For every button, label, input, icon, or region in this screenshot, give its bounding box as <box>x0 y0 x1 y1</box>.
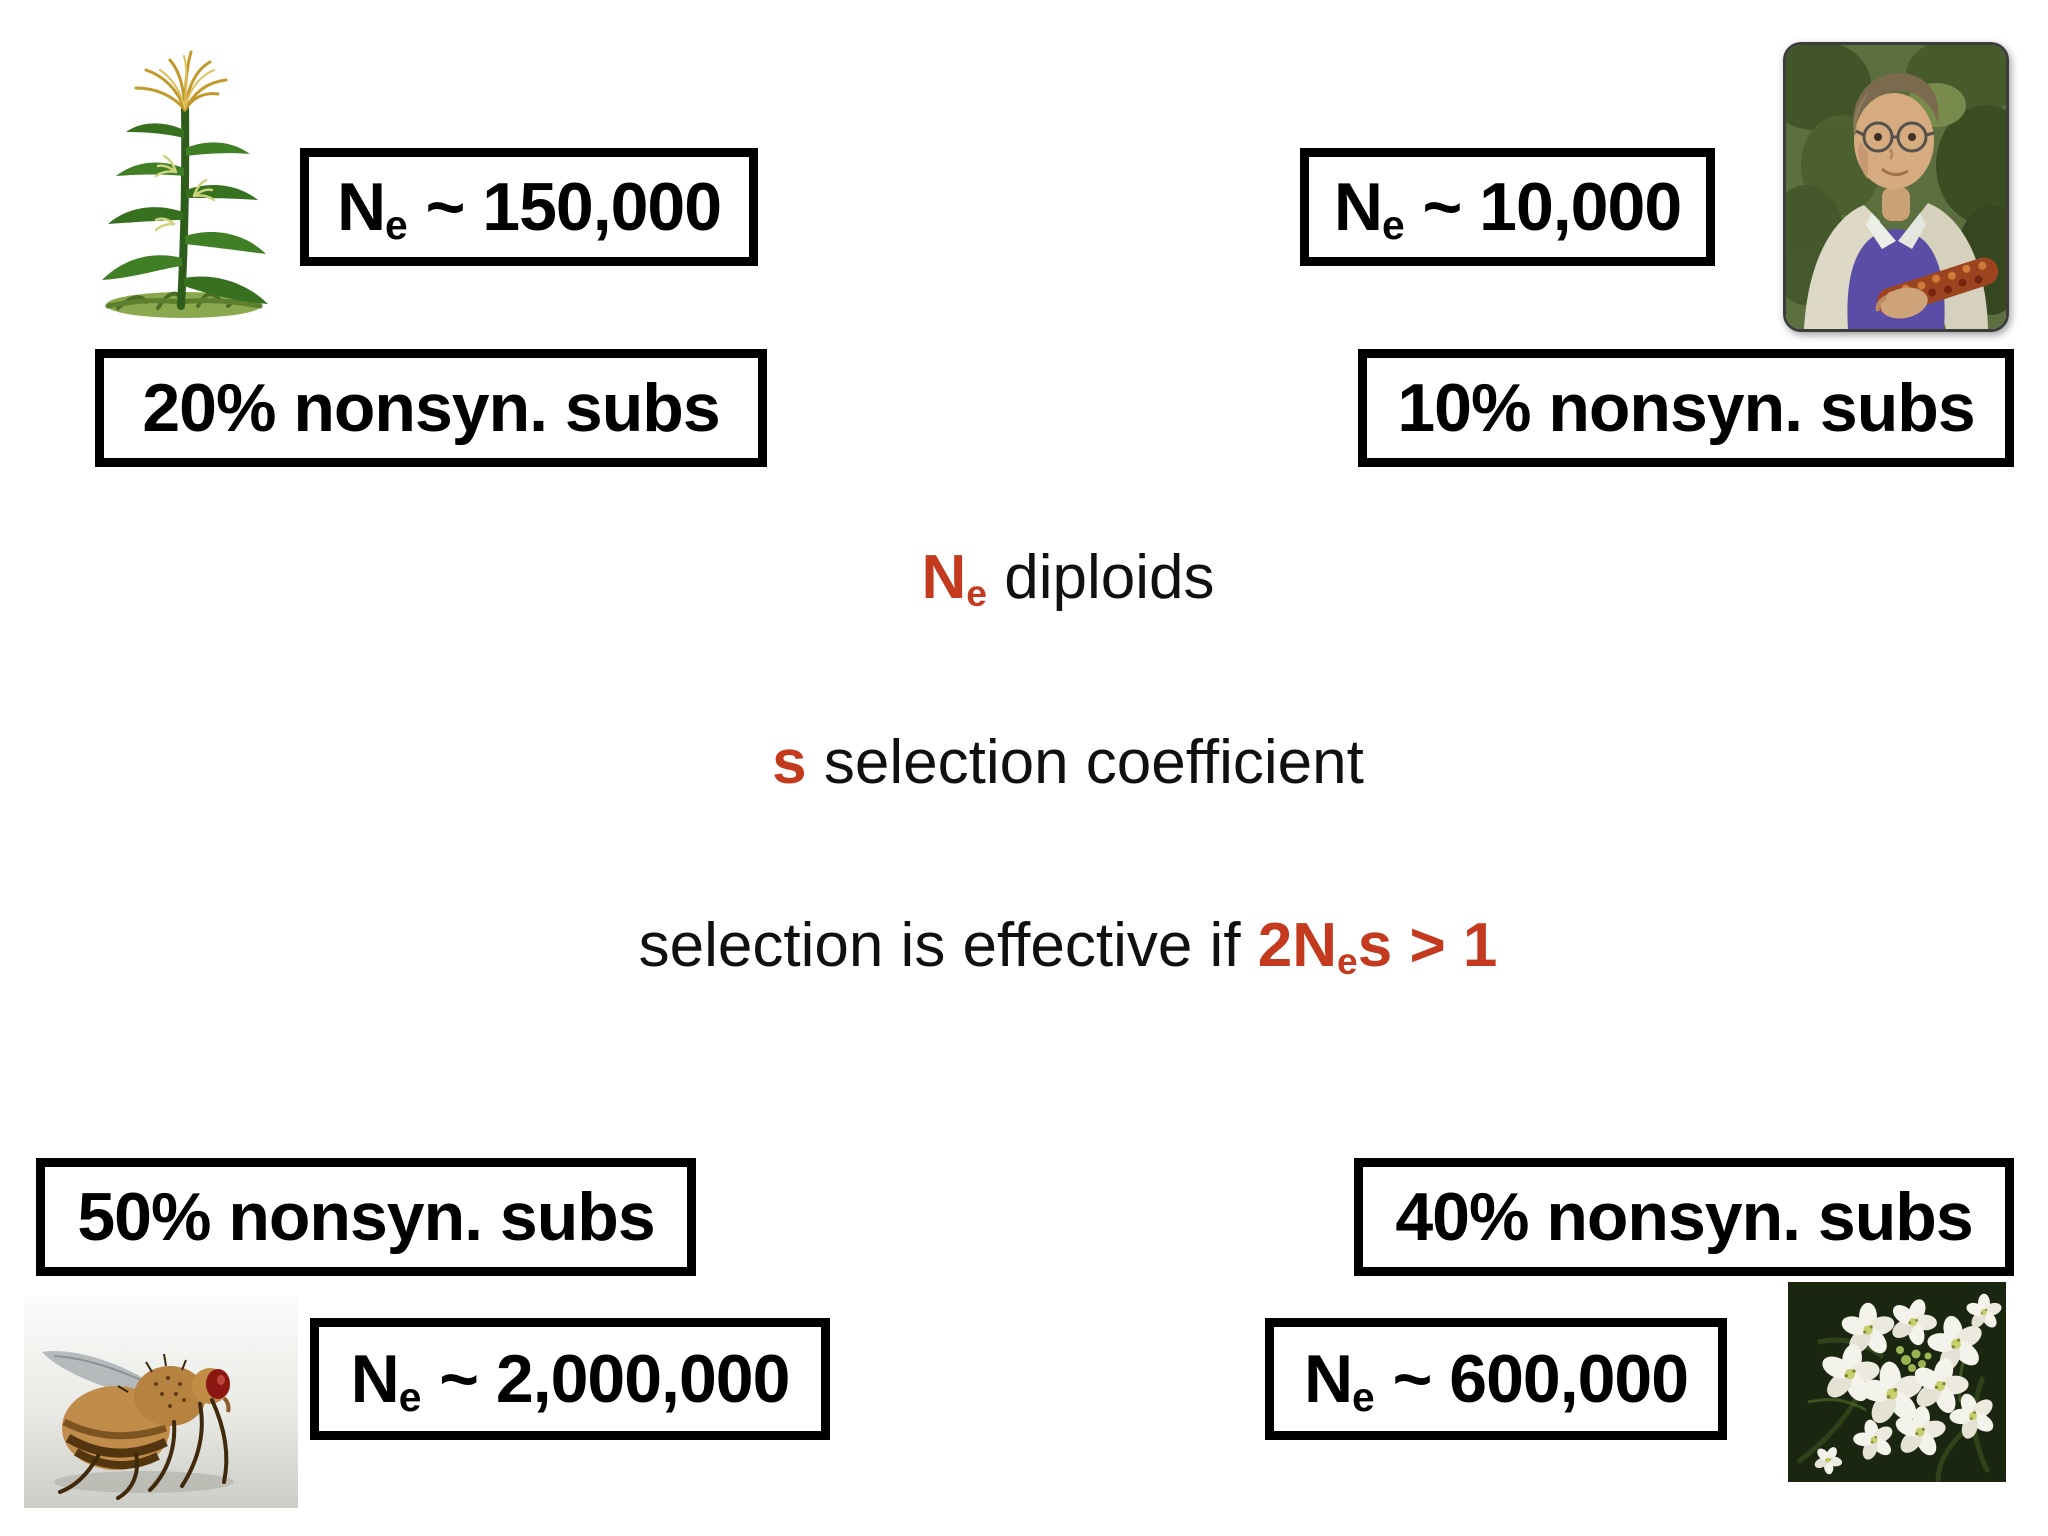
ne-label-maize: Ne ~ 150,000 <box>336 168 722 248</box>
selection-coefficient-line: s selection coefficient <box>0 727 2048 798</box>
ne-box-drosophila: Ne ~ 2,000,000 <box>310 1318 830 1440</box>
nonsyn-box-drosophila: 50% nonsyn. subs <box>36 1158 696 1276</box>
ne-value: ~ 600,000 <box>1374 1341 1689 1417</box>
ne-label-arabidopsis: Ne ~ 600,000 <box>1303 1340 1689 1420</box>
nonsyn-label: 10% nonsyn. subs <box>1397 370 1975 446</box>
ne-symbol: N <box>921 543 967 612</box>
nonsyn-box-maize: 20% nonsyn. subs <box>95 349 767 467</box>
nonsyn-box-human: 10% nonsyn. subs <box>1358 349 2014 467</box>
ne-diploids-line: Ne diploids <box>0 542 2048 613</box>
selection-coefficient-text: selection coefficient <box>806 728 1364 797</box>
diploids-text: diploids <box>986 543 1215 612</box>
ne-symbol: N <box>350 1341 400 1417</box>
formula-2nes: 2Nes > 1 <box>1258 911 1498 980</box>
selection-effective-text: selection is effective if <box>638 911 1258 980</box>
ne-symbol: N <box>1333 169 1383 245</box>
woman-holding-corn-photo <box>1783 42 2009 332</box>
nonsyn-label: 40% nonsyn. subs <box>1395 1179 1973 1255</box>
ne-subscript: e <box>966 572 987 615</box>
nonsyn-label: 20% nonsyn. subs <box>142 370 720 446</box>
s-term: s <box>772 728 807 797</box>
selection-effective-line: selection is effective if 2Nes > 1 <box>0 910 2048 981</box>
ne-label-human: Ne ~ 10,000 <box>1333 168 1683 248</box>
formula-main: 2N <box>1257 911 1338 980</box>
ne-subscript: e <box>385 201 408 248</box>
nonsyn-box-arabidopsis: 40% nonsyn. subs <box>1354 1158 2014 1276</box>
ne-value: ~ 2,000,000 <box>421 1341 790 1417</box>
formula-tail: s > 1 <box>1357 911 1498 980</box>
ne-term: Ne <box>922 543 987 612</box>
fruit-fly-photo <box>24 1296 298 1508</box>
ne-subscript: e <box>1352 1373 1375 1420</box>
nonsyn-label: 50% nonsyn. subs <box>77 1179 655 1255</box>
ne-symbol: N <box>336 169 386 245</box>
ne-box-human: Ne ~ 10,000 <box>1300 148 1715 266</box>
formula-subscript: e <box>1337 940 1358 983</box>
ne-subscript: e <box>398 1373 422 1420</box>
ne-value: ~ 150,000 <box>407 169 722 245</box>
ne-subscript: e <box>1381 201 1405 248</box>
ne-box-maize: Ne ~ 150,000 <box>300 148 758 266</box>
white-flowers-photo <box>1788 1282 2006 1482</box>
ne-value: ~ 10,000 <box>1404 169 1683 245</box>
ne-label-drosophila: Ne ~ 2,000,000 <box>350 1340 791 1420</box>
ne-symbol: N <box>1303 1341 1353 1417</box>
ne-box-arabidopsis: Ne ~ 600,000 <box>1265 1318 1727 1440</box>
corn-plant-image <box>102 50 268 318</box>
